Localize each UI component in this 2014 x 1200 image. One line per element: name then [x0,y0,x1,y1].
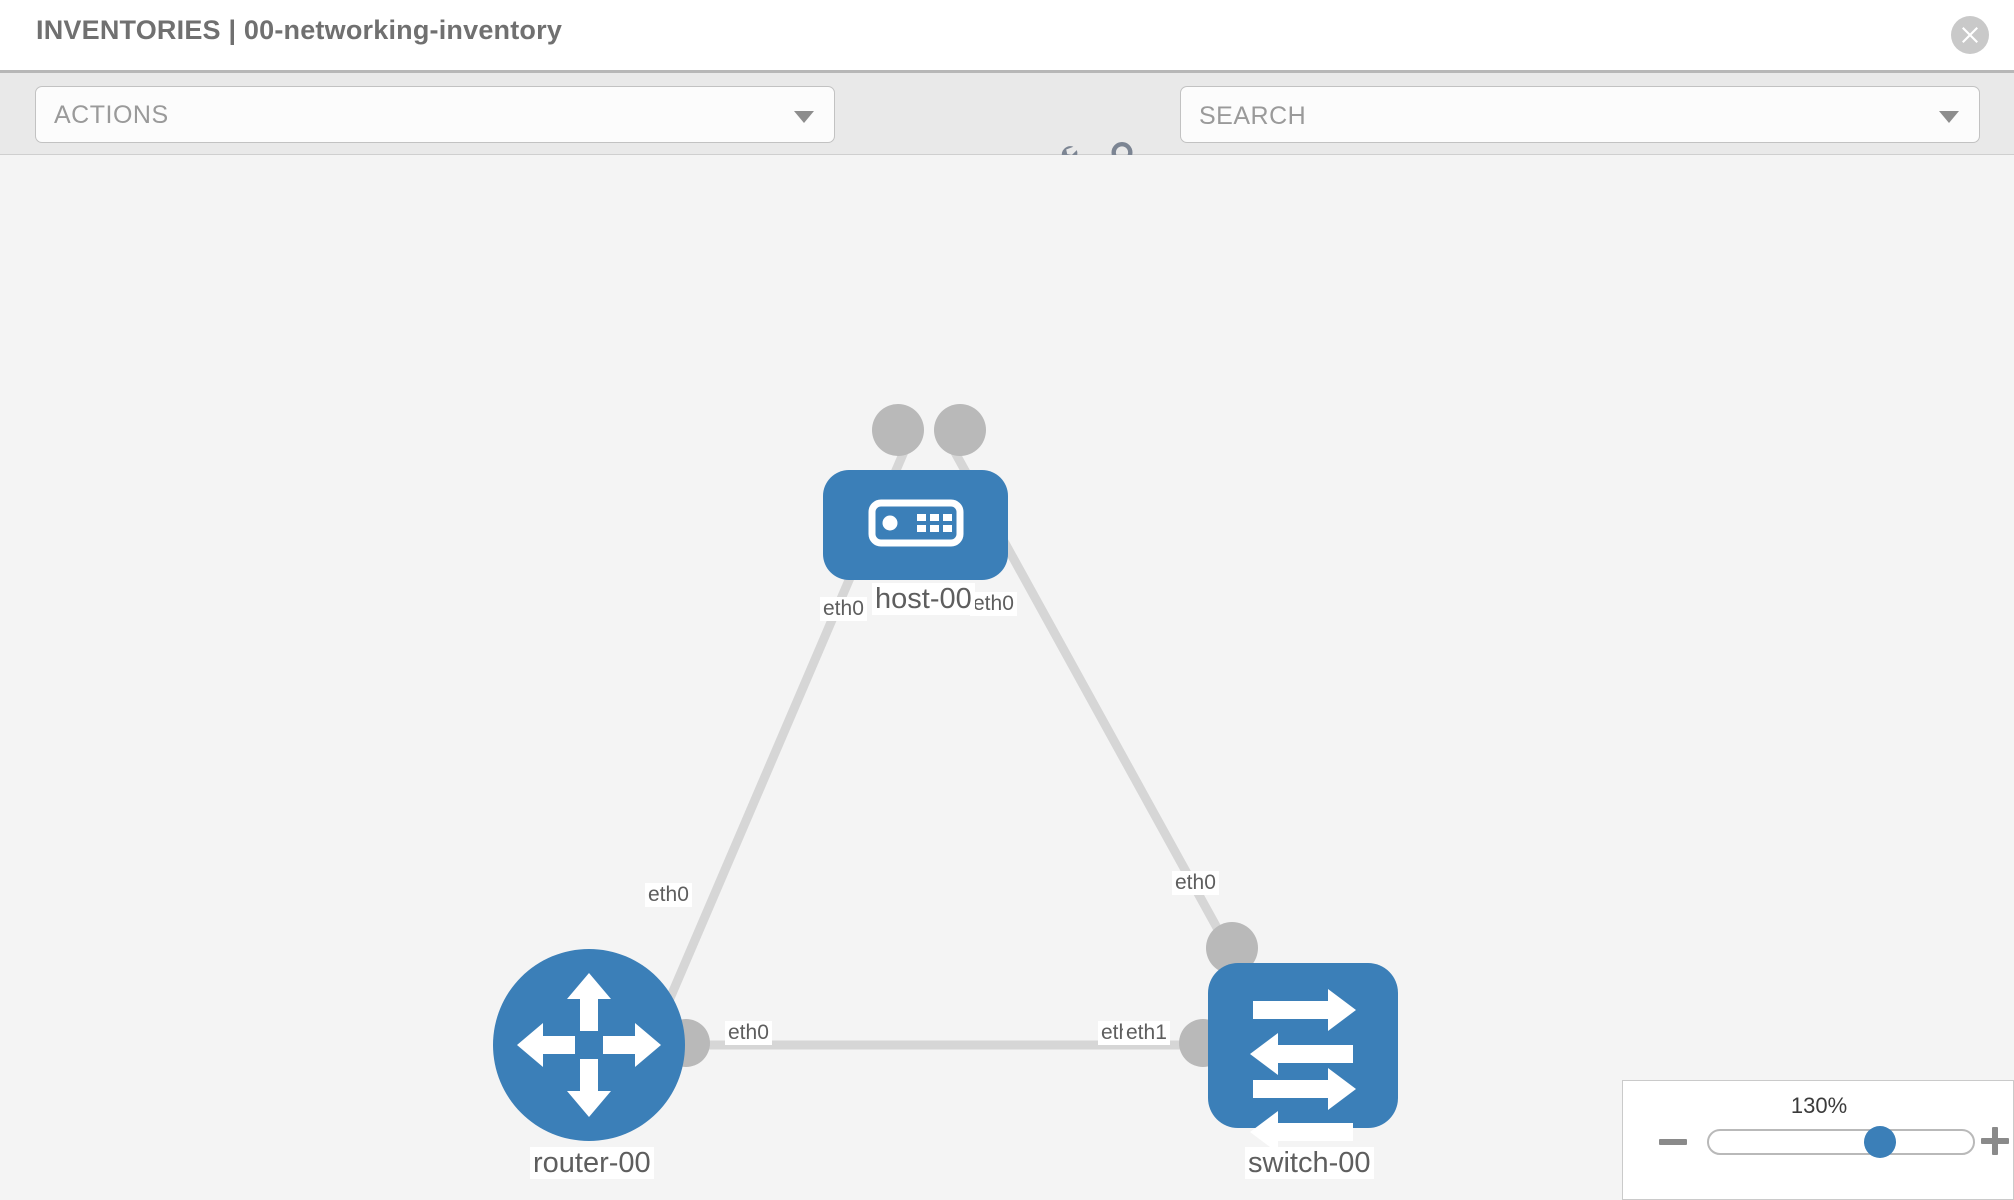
minus-icon[interactable] [1659,1139,1687,1145]
plus-icon[interactable] [1981,1127,2009,1155]
port-label: eth0 [970,592,1017,617]
topology-canvas[interactable]: eth0 eth0 eth0 eth0 eth0 eth eth1 host-0… [0,155,2014,1200]
router-arrows-icon [517,973,661,1117]
node-name-label: router-00 [530,1147,654,1180]
chevron-down-icon [794,111,814,123]
topology-graph [493,404,1398,1153]
connector-dot [872,404,924,456]
node-name-label: host-00 [872,583,975,616]
actions-dropdown-label: ACTIONS [54,101,169,129]
port-label: eth0 [820,597,867,622]
connector-dot [1206,922,1258,974]
close-icon[interactable] [1951,16,1989,54]
port-label: eth0 [725,1021,772,1046]
port-label: eth0 [1172,871,1219,896]
page-title: INVENTORIES | 00-networking-inventory [36,15,563,45]
port-label: eth0 [645,883,692,908]
node-router-00[interactable] [493,949,685,1141]
actions-dropdown[interactable]: ACTIONS [35,86,835,143]
port-label: eth1 [1123,1021,1170,1046]
node-name-label: switch-00 [1245,1147,1374,1180]
zoom-slider-thumb[interactable] [1864,1126,1896,1158]
node-switch-00[interactable] [1208,963,1398,1153]
search-input[interactable] [1199,100,1899,132]
zoom-level-label: 130% [1790,1093,1848,1118]
zoom-slider[interactable] [1707,1129,1975,1155]
search-field[interactable] [1180,86,1980,143]
server-appliance-icon [868,499,964,547]
connector-dot [934,404,986,456]
node-host-00[interactable] [823,470,1008,580]
toolbar: ACTIONS [0,70,2014,176]
chevron-down-icon[interactable] [1939,111,1959,123]
page-header: INVENTORIES | 00-networking-inventory [0,0,2014,70]
switch-arrows-icon [1250,989,1356,1153]
zoom-control-panel: 130% [1622,1080,2014,1200]
